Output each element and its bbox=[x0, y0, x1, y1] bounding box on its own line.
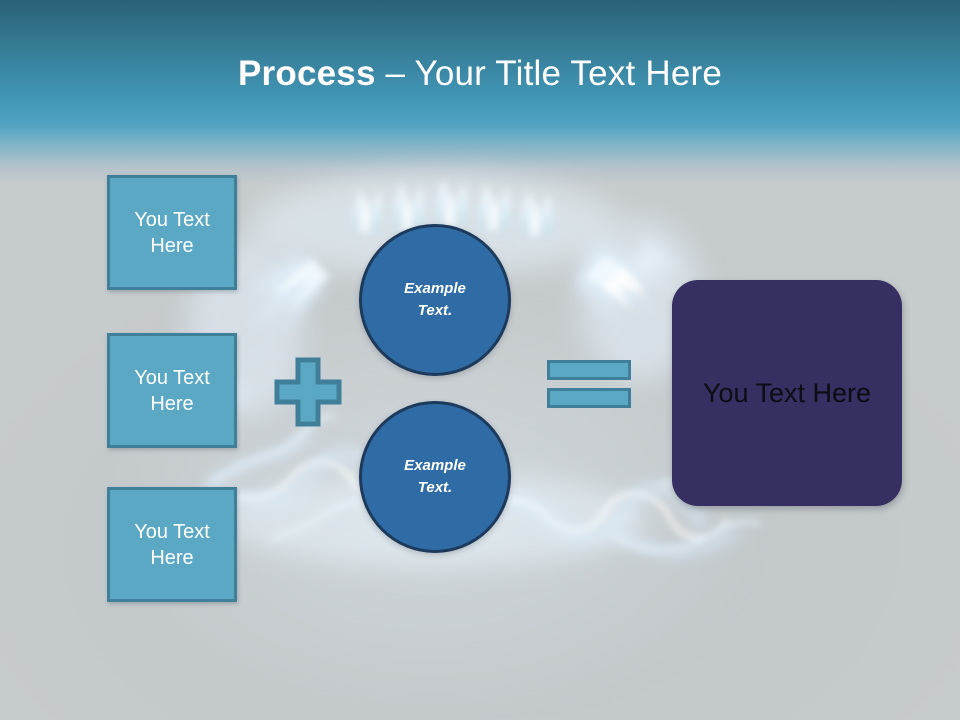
example-circle-bottom-line1: Example bbox=[404, 457, 466, 474]
example-circle-bottom[interactable]: Example Text. bbox=[359, 401, 511, 553]
example-circle-top-line2: Text. bbox=[417, 302, 453, 319]
example-circle-bottom-line2: Text. bbox=[417, 479, 453, 496]
example-circle-top[interactable]: Example Text. bbox=[359, 224, 511, 376]
input-box-1-label: You Text Here bbox=[134, 208, 210, 257]
title-separator: – bbox=[375, 54, 415, 93]
title-rest: Your Title Text Here bbox=[414, 54, 722, 93]
slide-title: Process – Your Title Text Here bbox=[0, 50, 960, 98]
example-circle-top-line1: Example bbox=[404, 280, 466, 297]
result-box[interactable]: You Text Here bbox=[672, 280, 902, 506]
input-box-3[interactable]: You Text Here bbox=[107, 487, 237, 602]
plus-icon bbox=[274, 357, 342, 427]
title-emphasis: Process bbox=[238, 54, 376, 93]
input-box-1[interactable]: You Text Here bbox=[107, 175, 237, 290]
input-box-3-label: You Text Here bbox=[134, 520, 210, 569]
equals-bar-top bbox=[547, 360, 631, 380]
equals-bar-bottom bbox=[547, 388, 631, 408]
input-box-2-label: You Text Here bbox=[134, 366, 210, 415]
result-box-label: You Text Here bbox=[702, 378, 872, 408]
input-box-2[interactable]: You Text Here bbox=[107, 333, 237, 448]
equals-icon bbox=[547, 360, 631, 410]
